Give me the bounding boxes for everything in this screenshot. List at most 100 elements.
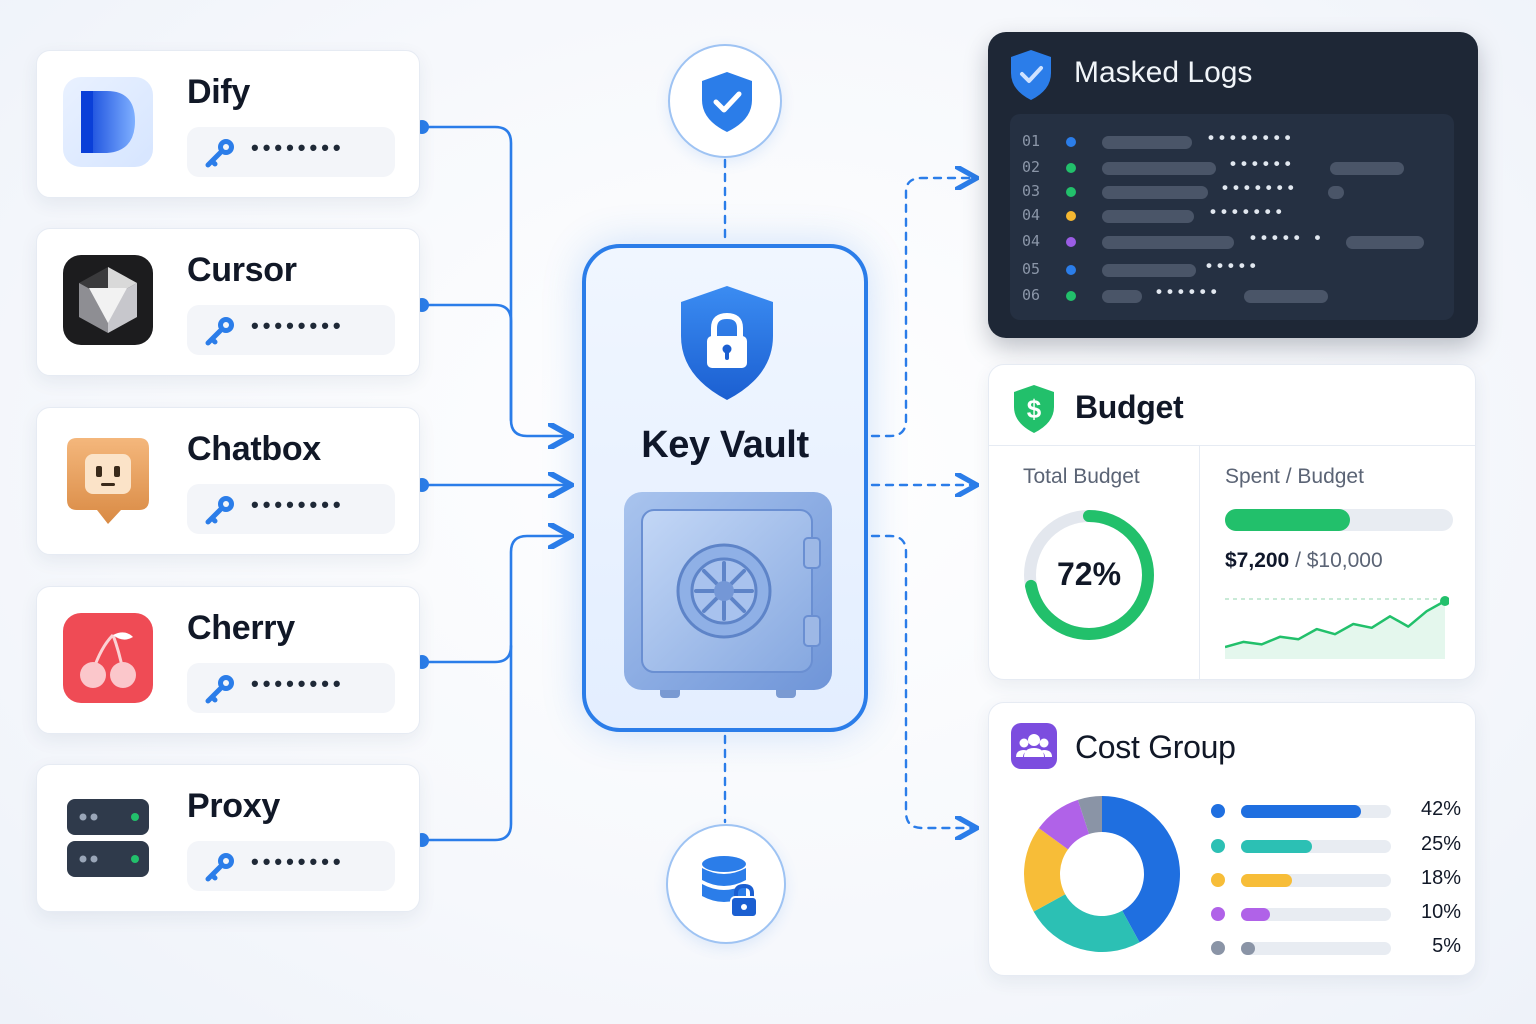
app-card-dify[interactable]: Dify •••••••• xyxy=(36,50,420,198)
database-lock-badge xyxy=(666,824,786,944)
svg-text:$: $ xyxy=(1027,394,1042,424)
app-card-cursor[interactable]: Cursor •••••••• xyxy=(36,228,420,376)
log-line-number: 04 xyxy=(1022,232,1041,250)
app-name: Cherry xyxy=(187,609,295,647)
api-key-field[interactable]: •••••••• xyxy=(187,484,395,534)
cost-share-fill xyxy=(1241,805,1361,818)
shield-check-icon xyxy=(702,72,752,132)
log-masked-value: •••••• xyxy=(1230,154,1296,173)
trend-area xyxy=(1225,601,1445,659)
cost-legend-dot xyxy=(1211,941,1225,955)
server-icon xyxy=(63,791,153,881)
log-redacted-bar xyxy=(1330,162,1404,175)
spend-trend-chart xyxy=(1225,596,1449,659)
app-name: Cursor xyxy=(187,251,297,289)
shield-check-badge xyxy=(668,44,782,158)
dollar-shield-icon: $ xyxy=(1014,385,1054,433)
trend-line xyxy=(1225,599,1446,649)
budget-panel: $ Budget Total Budget 72% Spent / Budget… xyxy=(988,364,1476,680)
cost-share-percent: 25% xyxy=(1420,833,1461,855)
budget-gauge-arc xyxy=(1024,510,1154,640)
cost-share-fill xyxy=(1241,908,1270,921)
spent-progress-fill xyxy=(1225,509,1351,531)
cost-group-title: Cost Group xyxy=(1075,729,1236,765)
log-masked-value: •••••••• xyxy=(1208,128,1296,147)
chatbox-logo-icon xyxy=(63,434,153,524)
cost-share-percent: 18% xyxy=(1420,867,1461,889)
total-budget-label: Total Budget xyxy=(1023,465,1140,488)
dify-logo-icon xyxy=(63,77,153,167)
app-name: Chatbox xyxy=(187,430,321,468)
donut-slice xyxy=(1038,799,1090,850)
cost-share-bar xyxy=(1241,874,1391,887)
log-line-number: 01 xyxy=(1022,132,1041,150)
budget-title: Budget xyxy=(1075,389,1184,425)
log-row: 06 •••••• xyxy=(1010,282,1454,306)
log-masked-value: •••••• xyxy=(1156,282,1222,301)
app-card-cherry[interactable]: Cherry •••••••• xyxy=(36,586,420,734)
cost-legend-dot xyxy=(1211,839,1225,853)
spent-progress-bar xyxy=(1225,509,1453,531)
log-redacted-bar xyxy=(1102,264,1196,277)
users-group-icon xyxy=(1011,723,1057,769)
key-vault[interactable]: Key Vault xyxy=(582,244,868,732)
cost-share-fill xyxy=(1241,942,1256,955)
cost-legend-dot xyxy=(1211,873,1225,887)
api-key-field[interactable]: •••••••• xyxy=(187,841,395,891)
masked-key: •••••••• xyxy=(251,849,345,874)
cost-legend-dot xyxy=(1211,907,1225,921)
log-redacted-bar xyxy=(1346,236,1424,249)
app-name: Dify xyxy=(187,73,251,111)
log-masked-value: ••••••• xyxy=(1210,202,1287,221)
log-redacted-bar xyxy=(1102,162,1216,175)
masked-key: •••••••• xyxy=(251,135,345,160)
log-redacted-bar xyxy=(1102,136,1192,149)
app-card-proxy[interactable]: Proxy •••••••• xyxy=(36,764,420,912)
log-redacted-bar xyxy=(1102,290,1142,303)
budget-percent: 72% xyxy=(1056,556,1122,592)
log-row: 04 ••••• • xyxy=(1010,228,1454,252)
cherry-logo-icon xyxy=(63,613,153,703)
log-redacted-bar xyxy=(1328,186,1344,199)
log-masked-value: ••••• • xyxy=(1250,228,1326,247)
divider xyxy=(989,445,1475,446)
log-row: 02 •••••• xyxy=(1010,154,1454,178)
cost-legend-row: 25% xyxy=(1211,833,1461,856)
api-key-field[interactable]: •••••••• xyxy=(187,127,395,177)
donut-slice xyxy=(1077,796,1102,835)
log-status-dot xyxy=(1066,187,1076,197)
log-status-dot xyxy=(1066,211,1076,221)
cost-legend-row: 5% xyxy=(1211,935,1461,958)
spent-budget-label: Spent / Budget xyxy=(1225,465,1364,488)
log-list: 01 •••••••• 02 •••••• 03 ••••••• 04 ••••… xyxy=(1010,114,1454,320)
log-line-number: 04 xyxy=(1022,206,1041,224)
log-redacted-bar xyxy=(1244,290,1328,303)
app-name: Proxy xyxy=(187,787,280,825)
log-status-dot xyxy=(1066,137,1076,147)
log-status-dot xyxy=(1066,237,1076,247)
cost-group-panel: Cost Group 42% 25% 18% 10% 5% xyxy=(988,702,1476,976)
cost-share-percent: 5% xyxy=(1432,935,1461,957)
log-redacted-bar xyxy=(1102,186,1208,199)
log-line-number: 05 xyxy=(1022,260,1041,278)
app-card-chatbox[interactable]: Chatbox •••••••• xyxy=(36,407,420,555)
key-icon xyxy=(205,853,234,882)
log-masked-value: ••••• xyxy=(1206,256,1261,275)
api-key-field[interactable]: •••••••• xyxy=(187,305,395,355)
api-key-field[interactable]: •••••••• xyxy=(187,663,395,713)
log-row: 03 ••••••• xyxy=(1010,178,1454,202)
cost-donut-chart xyxy=(1024,796,1180,952)
log-line-number: 06 xyxy=(1022,286,1041,304)
masked-logs-panel: Masked Logs 01 •••••••• 02 •••••• 03 •••… xyxy=(988,32,1478,338)
log-redacted-bar xyxy=(1102,210,1194,223)
log-status-dot xyxy=(1066,291,1076,301)
cost-share-fill xyxy=(1241,840,1313,853)
donut-slice xyxy=(1033,894,1140,952)
donut-slice xyxy=(1102,796,1180,943)
trend-end-point xyxy=(1440,596,1449,606)
cost-share-percent: 10% xyxy=(1420,901,1461,923)
log-row: 01 •••••••• xyxy=(1010,128,1454,152)
cost-legend-row: 42% xyxy=(1211,798,1461,821)
spent-value: $7,200 xyxy=(1225,549,1290,572)
log-line-number: 03 xyxy=(1022,182,1041,200)
